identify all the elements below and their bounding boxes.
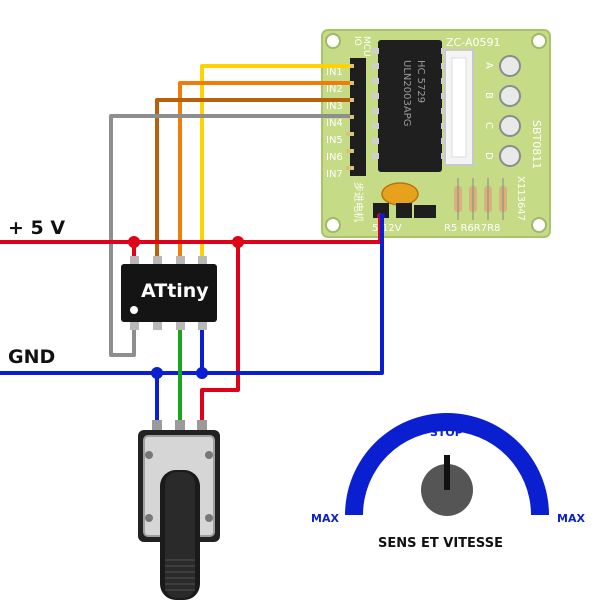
input-label-in2: IN2 <box>326 84 343 95</box>
input-label-in3: IN3 <box>326 101 343 112</box>
mcu-io-label: MCU <box>361 36 371 57</box>
power-voltage-label: 5-12V <box>372 223 402 234</box>
resistor-labels: R5 R6R7R8 <box>444 223 500 234</box>
led-label-d: D <box>483 152 494 160</box>
dial-stop-label: STOP <box>430 426 463 439</box>
led-label-c: C <box>483 122 494 129</box>
gnd-rail <box>0 216 384 375</box>
attiny-label: ATtiny <box>141 280 209 302</box>
dial-max-left-label: MAX <box>311 512 339 525</box>
wire-in2 <box>178 81 350 262</box>
wire-in3 <box>155 98 350 262</box>
attiny-chip: ATtiny <box>121 256 217 330</box>
mcu-io-label-2: IO <box>352 36 362 46</box>
vcc-to-pot <box>200 242 240 425</box>
stepper-driver-board: IN1 IN2 IN3 IN4 IN5 IN6 IN7 MCU IO ULN20… <box>321 29 551 238</box>
gnd-label: GND <box>8 346 55 368</box>
led-label-b: B <box>483 92 494 99</box>
jumper <box>414 205 436 218</box>
potentiometer <box>138 420 220 600</box>
signal-wires <box>109 64 350 357</box>
wire-in4 <box>109 114 350 357</box>
input-label-in6: IN6 <box>326 152 343 163</box>
motor-cn-label: 步进电机 <box>352 182 365 222</box>
part-code-label: X113647 <box>515 176 526 221</box>
led-label-a: A <box>483 62 494 69</box>
board-model-label: ZC-A0591 <box>446 36 500 49</box>
status-leds <box>499 55 521 167</box>
uln2003-chip: ULN2003APG HC 5729 <box>372 40 448 172</box>
speed-direction-dial: STOP MAX MAX SENS ET VITESSE <box>311 413 585 551</box>
vcc-label: + 5 V <box>8 217 65 239</box>
input-label-in4: IN4 <box>326 118 343 129</box>
resistor-row <box>454 178 507 220</box>
wire-ends <box>377 213 385 219</box>
dial-arc <box>345 413 549 515</box>
chip-marking-1: ULN2003APG <box>401 60 412 126</box>
input-label-in1: IN1 <box>326 67 343 78</box>
input-label-in7: IN7 <box>326 169 343 180</box>
junction-dots <box>128 236 244 379</box>
input-label-in5: IN5 <box>326 135 343 146</box>
dial-max-right-label: MAX <box>557 512 585 525</box>
board-id-label: SBT0811 <box>530 120 543 169</box>
dial-caption: SENS ET VITESSE <box>378 536 503 551</box>
chip-marking-2: HC 5729 <box>415 60 426 103</box>
power-pin-header <box>373 203 389 218</box>
capacitor-icon <box>381 182 419 206</box>
wire-in1 <box>200 64 350 262</box>
motor-connector <box>444 49 474 166</box>
